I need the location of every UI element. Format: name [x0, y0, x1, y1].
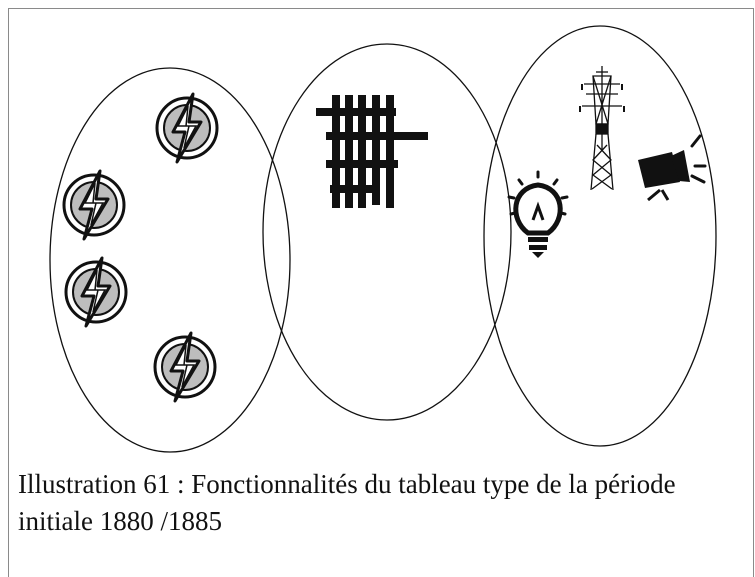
camera-projector-icon [638, 134, 707, 202]
figure-frame [8, 8, 754, 577]
grid-panel-icon [316, 95, 428, 208]
left-oval [49, 67, 291, 453]
center-oval [262, 43, 512, 421]
lightning-bolt-icon [155, 92, 219, 164]
lightning-bolt-icon [64, 256, 128, 328]
lightning-bolt-icon [62, 169, 126, 241]
lightning-bolt-icon [153, 331, 217, 403]
lightbulb-icon [507, 170, 569, 258]
right-oval [483, 25, 717, 447]
functionality-diagram [49, 25, 717, 453]
figure-caption: Illustration 61 : Fonctionnalités du tab… [18, 469, 676, 536]
transmission-tower-icon [579, 66, 625, 191]
